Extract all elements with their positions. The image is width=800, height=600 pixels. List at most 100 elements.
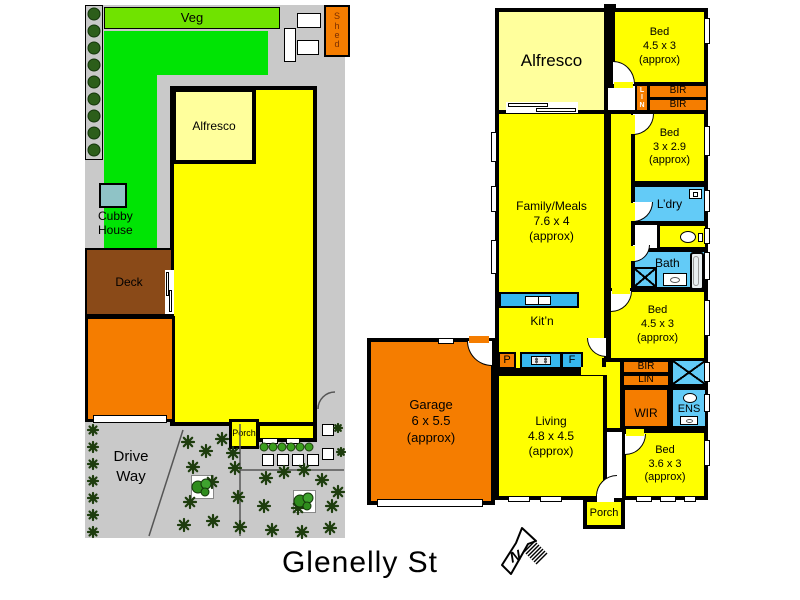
ens-vanity-icon <box>680 416 698 425</box>
door-gap <box>597 494 614 502</box>
north-arrow: N <box>501 527 548 575</box>
site-shed: Shed <box>324 5 350 57</box>
window <box>684 496 696 502</box>
site-deck: Deck <box>85 248 173 316</box>
window <box>704 440 710 466</box>
ens-room: ENS <box>670 387 708 429</box>
window <box>704 190 710 212</box>
door-gap <box>614 82 633 88</box>
linen-vertical-label: LIN <box>639 86 645 109</box>
street-title: Glenelly St <box>281 546 439 579</box>
window <box>704 252 710 280</box>
window <box>704 228 710 244</box>
site-cubby-house <box>99 183 127 208</box>
floor-porch: Porch <box>583 498 625 529</box>
site-porch-label: Porch <box>232 428 256 439</box>
site-garage <box>85 316 175 422</box>
site-garage-door <box>93 415 167 423</box>
bath-label: Bath <box>655 256 680 270</box>
bathtub-icon <box>690 252 704 290</box>
stepping-stone <box>322 448 334 460</box>
window <box>438 338 454 344</box>
bir-robe-1: BIR <box>648 84 708 99</box>
cubby-label: Cubby House <box>98 209 133 237</box>
living-room: Living 4.8 x 4.5 (approx) <box>495 372 607 500</box>
laundry-label: L’dry <box>656 196 683 211</box>
site-lawn-left <box>104 31 157 248</box>
ens-toilet-icon <box>683 393 697 403</box>
bath-shower-icon <box>633 267 657 288</box>
bir-robe-3: BIR <box>622 360 670 374</box>
site-window-2 <box>286 438 300 444</box>
stepping-stone <box>277 454 289 466</box>
shed-label: Shed <box>333 11 340 50</box>
floor-alfresco-label: Alfresco <box>520 51 583 71</box>
stepping-stone <box>322 424 334 436</box>
window <box>491 186 497 212</box>
door-gap <box>629 115 635 134</box>
window <box>491 132 497 162</box>
window <box>704 394 710 412</box>
site-window-1 <box>262 438 278 444</box>
door-gap <box>626 429 644 436</box>
linen-vertical: LIN <box>635 84 649 112</box>
floor-sliding-door <box>506 102 578 113</box>
ens-shower-icon <box>670 358 708 387</box>
sink-icon <box>525 296 551 305</box>
window <box>660 496 676 502</box>
door-gap <box>629 246 635 261</box>
garden-structure-1 <box>297 13 321 28</box>
garden-structure-3 <box>284 28 296 62</box>
garden-structure-2 <box>297 40 319 55</box>
veg-label: Veg <box>180 9 204 25</box>
stove-bench <box>520 352 562 369</box>
window <box>704 126 710 156</box>
door-gap <box>629 203 635 221</box>
window <box>704 300 710 336</box>
site-porch: Porch <box>229 419 259 449</box>
site-alfresco: Alfresco <box>172 88 256 164</box>
wir-room: WIR <box>622 387 670 429</box>
wir-label: WIR <box>634 406 658 420</box>
kitchen-label: Kit’n <box>530 314 554 328</box>
driveway-label: Drive Way <box>113 448 149 485</box>
ens-label: ENS <box>677 403 701 416</box>
laundry-trough-icon <box>689 189 702 199</box>
window <box>508 496 530 502</box>
window <box>491 240 497 274</box>
site-veg-patch: Veg <box>104 7 280 29</box>
window <box>704 362 710 382</box>
stepping-stone <box>292 454 304 466</box>
toilet-icon <box>680 231 696 243</box>
stepping-stone <box>307 454 319 466</box>
window <box>636 496 652 502</box>
bath-vanity-icon <box>663 273 687 286</box>
window <box>704 18 710 44</box>
site-alfresco-label: Alfresco <box>192 118 236 133</box>
fridge-label: F <box>568 354 576 366</box>
garage-panel-door <box>377 499 483 507</box>
floor-alfresco: Alfresco <box>495 8 608 114</box>
family-meals-room: Family/Meals 7.6 x 4 (approx) Kit’n P F <box>495 110 608 372</box>
deck-label: Deck <box>115 274 143 289</box>
fridge-space: F <box>561 352 583 369</box>
family-label: Family/Meals 7.6 x 4 (approx) <box>516 199 587 243</box>
pantry-label: P <box>503 354 511 366</box>
linen-2: LIN <box>622 374 670 387</box>
stepping-stone <box>262 454 274 466</box>
pantry-cupboard: P <box>498 352 516 369</box>
north-arrow-outline <box>501 527 537 575</box>
floor-porch-label: Porch <box>589 506 619 519</box>
site-sliding-door <box>165 270 174 314</box>
door-gap <box>612 288 630 294</box>
north-arrow-hatch <box>523 540 548 565</box>
cistern-icon <box>698 233 703 242</box>
wc-room <box>657 223 708 250</box>
door-gap <box>581 367 607 375</box>
window <box>540 496 562 502</box>
site-tree-strip <box>85 5 103 160</box>
garden-planter-2 <box>293 490 316 513</box>
garage-room: Garage 6 x 5.5 (approx) <box>367 338 495 505</box>
garden-planter-1 <box>191 475 214 499</box>
